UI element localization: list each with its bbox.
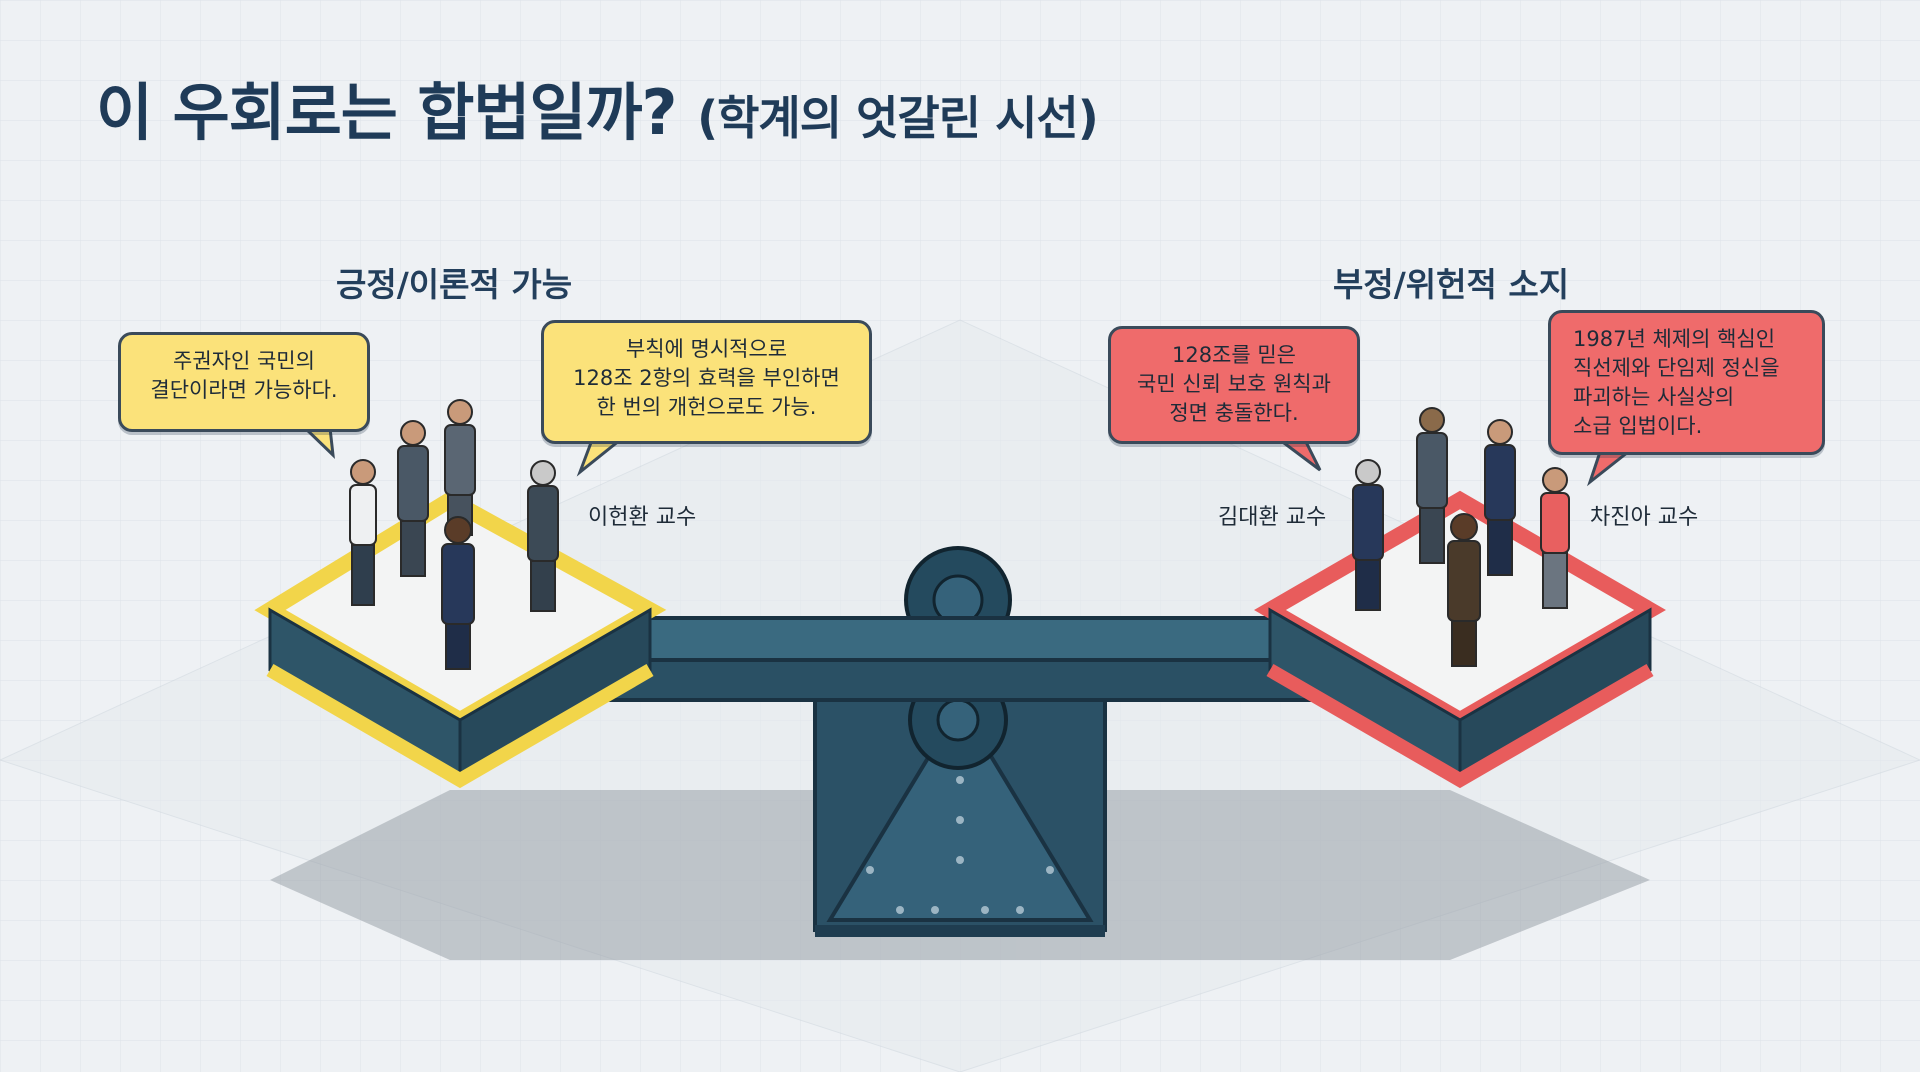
professor-label-lee: 이헌환 교수 [588, 505, 697, 530]
negative-heading: 부정/위헌적 소지 [1333, 265, 1570, 304]
bubble-line: 128조 2항의 효력을 부인하면 [573, 366, 840, 390]
bubble-line: 파괴하는 사실상의 [1573, 385, 1735, 409]
person-icon [1540, 467, 1570, 609]
professor-label-kim: 김대환 교수 [1218, 505, 1327, 530]
seesaw-beam [556, 616, 1364, 702]
bubble-line: 한 번의 개헌으로도 가능. [596, 395, 817, 419]
left-people [349, 399, 559, 670]
bubble-line: 1987년 체제의 핵심인 [1573, 327, 1776, 351]
page-title: 이 우회로는 합법일까? (학계의 엇갈린 시선) [96, 62, 1099, 152]
bubble-line: 주권자인 국민의 [173, 349, 315, 373]
title-sub: (학계의 엇갈린 시선) [697, 91, 1099, 145]
right-people [1352, 407, 1570, 667]
person-icon [349, 459, 377, 606]
bubble-line: 소급 입법이다. [1573, 414, 1703, 438]
person-icon [1447, 513, 1481, 667]
bubble-line: 국민 신뢰 보호 원칙과 [1137, 372, 1331, 396]
title-main: 이 우회로는 합법일까? [96, 76, 677, 149]
person-icon [444, 399, 476, 536]
speech-bubble-positive-2: 부칙에 명시적으로 128조 2항의 효력을 부인하면 한 번의 개헌으로도 가… [541, 320, 872, 444]
person-icon [1416, 407, 1448, 564]
positive-heading: 긍정/이론적 가능 [336, 265, 573, 304]
speech-bubble-positive-1: 주권자인 국민의 결단이라면 가능하다. [118, 332, 370, 432]
professor-label-cha: 차진아 교수 [1590, 505, 1699, 530]
person-icon [527, 460, 559, 612]
person-icon [1484, 419, 1516, 576]
person-icon [397, 420, 429, 577]
person-icon [1352, 459, 1384, 611]
bubble-line: 정면 충돌한다. [1169, 401, 1299, 425]
fulcrum-base [813, 698, 1107, 937]
bubble-line: 직선제와 단임제 정신을 [1573, 356, 1780, 380]
bubble-line: 부칙에 명시적으로 [625, 337, 788, 361]
bubble-line: 결단이라면 가능하다. [150, 378, 338, 402]
speech-bubble-negative-1: 128조를 믿은 국민 신뢰 보호 원칙과 정면 충돌한다. [1108, 326, 1360, 444]
person-icon [441, 516, 475, 670]
speech-bubble-negative-2: 1987년 체제의 핵심인 직선제와 단임제 정신을 파괴하는 사실상의 소급 … [1548, 310, 1825, 455]
bubble-line: 128조를 믿은 [1171, 343, 1297, 367]
